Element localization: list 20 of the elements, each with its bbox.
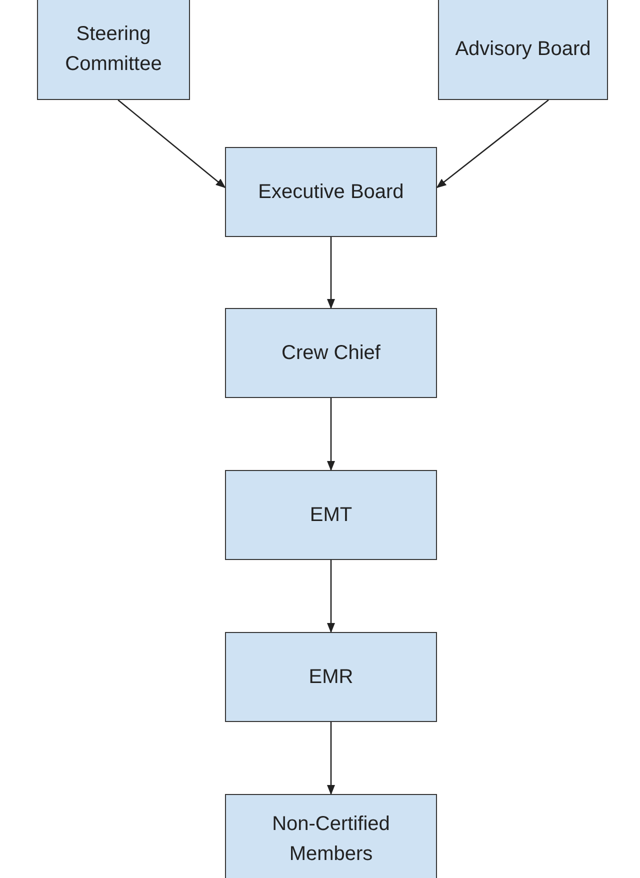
arrow <box>436 99 549 188</box>
box-label: Advisory Board <box>455 37 591 62</box>
arrow <box>118 100 226 188</box>
org-box <box>438 0 608 100</box>
arrow <box>327 560 335 633</box>
org-box <box>225 470 437 560</box>
box-label: Non-Certified Members <box>271 812 391 867</box>
arrow <box>327 237 335 309</box>
org-box <box>225 632 437 722</box>
org-box <box>225 794 437 878</box>
arrow <box>327 722 335 795</box>
box-label: EMT <box>310 503 352 528</box>
arrow <box>327 398 335 471</box>
box-label: Steering Committee <box>64 22 163 77</box>
org-box <box>225 147 437 237</box>
box-label: EMR <box>308 665 354 690</box>
org-box <box>225 308 437 398</box>
box-label: Crew Chief <box>282 341 380 366</box>
org-box <box>37 0 190 100</box>
box-label: Executive Board <box>258 180 404 205</box>
